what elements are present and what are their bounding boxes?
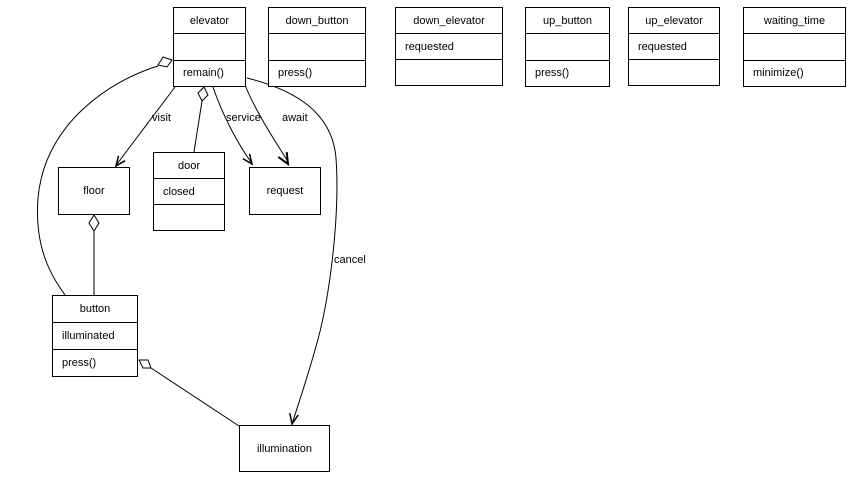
class-elevator-attributes (174, 33, 245, 59)
class-illumination[interactable]: illumination (239, 425, 330, 472)
class-door-methods (154, 204, 224, 230)
class-request[interactable]: request (249, 167, 321, 215)
class-down-button-methods: press() (269, 59, 365, 86)
class-down-elevator[interactable]: down_elevator requested (395, 7, 503, 86)
class-door-attributes: closed (154, 178, 224, 204)
edge-service[interactable] (212, 86, 252, 163)
arrowhead-service (242, 153, 254, 166)
class-up-elevator[interactable]: up_elevator requested (628, 7, 720, 86)
edge-await[interactable] (244, 84, 288, 161)
class-illumination-title: illumination (256, 442, 313, 455)
class-elevator-title: elevator (189, 14, 230, 27)
class-elevator-methods: remain() (174, 59, 245, 86)
edge-visit[interactable] (116, 86, 176, 165)
class-button[interactable]: button illuminated press() (52, 295, 138, 377)
arrowhead-visit (114, 155, 126, 168)
class-request-title: request (266, 185, 304, 197)
class-up-elevator-attributes: requested (629, 33, 719, 59)
class-door-title: door (177, 159, 201, 172)
class-down-button[interactable]: down_button press() (268, 7, 366, 87)
edge-elevator-door[interactable] (193, 100, 203, 153)
class-button-attributes: illuminated (53, 322, 137, 349)
class-up-elevator-title: up_elevator (645, 14, 703, 27)
class-floor[interactable]: floor (58, 167, 130, 215)
class-waiting-time-attributes (744, 33, 845, 59)
class-up-button-methods: press() (526, 59, 609, 86)
edge-label-await: await (282, 112, 308, 124)
class-down-button-attributes (269, 33, 365, 59)
class-waiting-time-methods: minimize() (744, 59, 845, 86)
class-waiting-time-title: waiting_time (763, 14, 826, 27)
class-down-button-title: down_button (285, 14, 349, 27)
class-down-elevator-title: down_elevator (413, 14, 485, 27)
edge-cancel[interactable] (246, 77, 338, 425)
edge-label-visit: visit (152, 112, 171, 124)
arrowhead-cancel (289, 413, 299, 426)
edge-label-service: service (226, 112, 261, 124)
class-elevator[interactable]: elevator remain() (173, 7, 246, 87)
class-up-button-attributes (526, 33, 609, 59)
aggregation-diamond-floor-button (88, 214, 100, 232)
class-door[interactable]: door closed (153, 152, 225, 231)
class-down-elevator-methods (396, 59, 502, 85)
aggregation-diamond-button-illumination (138, 359, 152, 369)
class-button-title: button (79, 303, 111, 315)
class-button-methods: press() (53, 349, 137, 376)
class-waiting-time[interactable]: waiting_time minimize() (743, 7, 846, 87)
edge-button-illumination[interactable] (150, 367, 240, 427)
class-up-button[interactable]: up_button press() (525, 7, 610, 87)
aggregation-diamond-elevator-button (157, 56, 173, 68)
aggregation-diamond-elevator-door (197, 86, 209, 102)
arrowhead-await (277, 151, 290, 167)
edge-elevator-button[interactable] (36, 65, 159, 296)
class-up-elevator-methods (629, 59, 719, 85)
edge-label-cancel: cancel (334, 254, 366, 266)
class-down-elevator-attributes: requested (396, 33, 502, 59)
class-floor-title: floor (83, 185, 105, 197)
class-up-button-title: up_button (543, 14, 592, 27)
